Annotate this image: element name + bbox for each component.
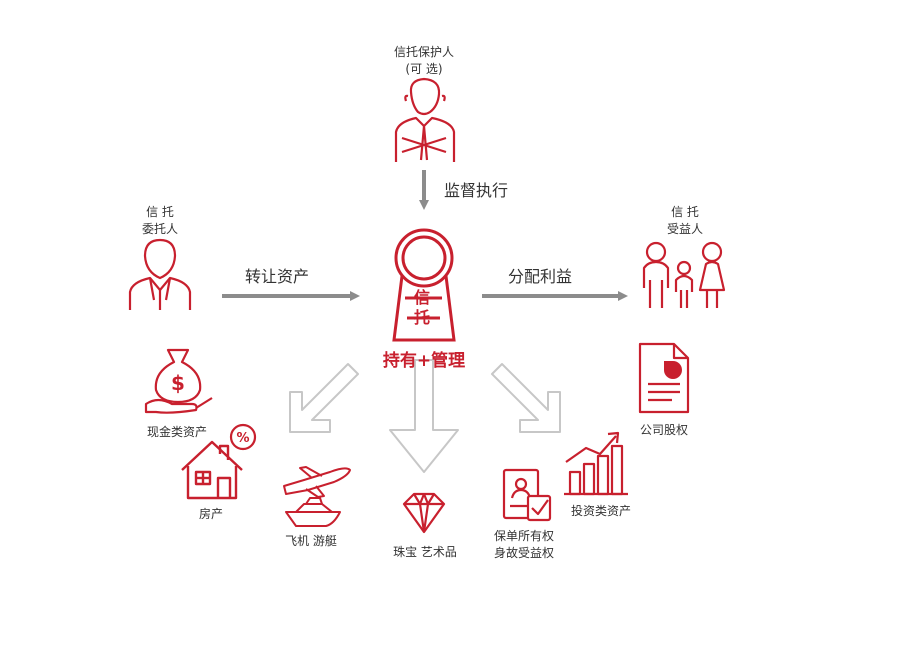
diamond-icon xyxy=(402,492,446,534)
settlor-label-line2: 委托人 xyxy=(141,222,178,236)
percent-badge-icon xyxy=(229,423,257,451)
trust-char-2: 托 xyxy=(414,308,431,327)
cash-label: 现金类资产 xyxy=(146,425,207,439)
insurance-label-line1: 保单所有权 xyxy=(493,529,554,543)
insurance-label: 保单所有权 身故受益权 xyxy=(484,528,564,562)
protector-label-line2: (可 选) xyxy=(405,62,443,76)
outline-arrow-left xyxy=(289,363,359,433)
jewelry-label: 珠宝 艺术品 xyxy=(393,545,457,559)
investment-chart-icon xyxy=(564,431,628,496)
plane-yacht-label: 飞机 游艇 xyxy=(285,534,337,548)
transfer-label: 转让资产 xyxy=(245,267,310,286)
plane-icon xyxy=(283,466,351,498)
protector-label: 信托保护人 (可 选) xyxy=(374,44,474,78)
trust-char-1: 信 xyxy=(414,288,431,307)
outline-arrow-right xyxy=(491,363,561,433)
trust-caption: 持有+管理 xyxy=(382,351,466,371)
beneficiary-label-line1: 信 托 xyxy=(671,205,699,219)
dollar-symbol: $ xyxy=(171,371,185,395)
beneficiary-label: 信 托 受益人 xyxy=(645,204,725,238)
distribute-label: 分配利益 xyxy=(508,267,573,286)
money-bag-icon xyxy=(144,348,213,414)
outline-arrow-down xyxy=(389,359,459,473)
supervise-label: 监督执行 xyxy=(444,181,509,200)
equity-label: 公司股权 xyxy=(639,423,688,437)
investment-label: 投资类资产 xyxy=(570,504,631,518)
house-label: 房产 xyxy=(198,507,223,521)
percent-symbol: % xyxy=(236,431,249,446)
house-icon xyxy=(181,440,243,500)
equity-report-icon xyxy=(638,342,690,414)
family-icon xyxy=(642,241,726,308)
settlor-person-icon xyxy=(128,238,192,310)
beneficiary-label-line2: 受益人 xyxy=(666,222,703,236)
protector-person-icon xyxy=(394,77,456,162)
yacht-icon xyxy=(285,497,341,527)
protector-label-line1: 信托保护人 xyxy=(393,45,454,59)
settlor-label-line1: 信 托 xyxy=(146,205,174,219)
trust-seal-icon xyxy=(392,228,456,342)
settlor-label: 信 托 委托人 xyxy=(120,204,200,238)
insurance-document-icon xyxy=(502,468,552,522)
insurance-label-line2: 身故受益权 xyxy=(493,546,554,560)
